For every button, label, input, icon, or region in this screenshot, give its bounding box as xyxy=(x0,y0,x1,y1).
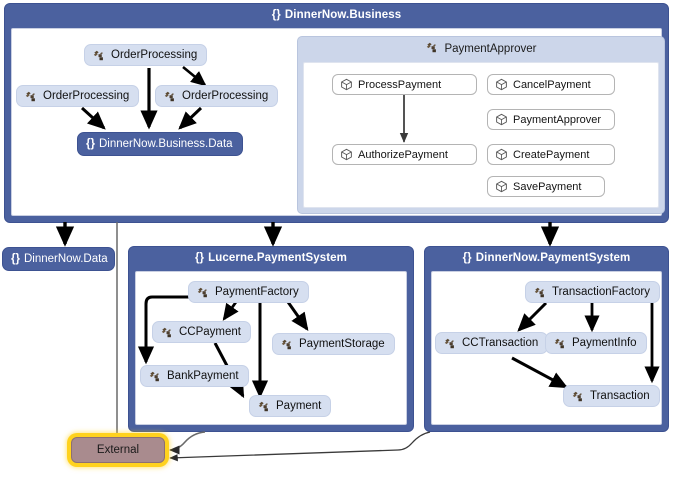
braces-icon: {} xyxy=(462,252,472,264)
namespace-node-dinnernow-business-data[interactable]: {} DinnerNow.Business.Data xyxy=(77,132,243,156)
class-node-payment[interactable]: Payment xyxy=(249,395,332,417)
method-node-savepayment[interactable]: SavePayment xyxy=(487,176,605,197)
method-node-processpayment[interactable]: ProcessPayment xyxy=(332,74,477,95)
class-node-label: PaymentStorage xyxy=(299,338,385,350)
class-icon xyxy=(553,337,567,350)
class-node-orderprocessing-top[interactable]: OrderProcessing xyxy=(84,44,208,66)
braces-icon: {} xyxy=(86,138,95,150)
class-icon xyxy=(160,326,174,339)
method-node-authorizepayment[interactable]: AuthorizePayment xyxy=(332,144,477,165)
method-node-label: CreatePayment xyxy=(513,148,590,161)
method-cube-icon xyxy=(340,148,353,161)
class-icon xyxy=(163,90,177,103)
class-node-label: CCPayment xyxy=(179,326,241,338)
namespace-title-text: Lucerne.PaymentSystem xyxy=(208,252,348,264)
namespace-title-text: DinnerNow.Business xyxy=(284,9,402,21)
braces-icon: {} xyxy=(194,252,205,264)
method-cube-icon xyxy=(340,78,353,91)
class-node-label: Payment xyxy=(276,400,322,412)
class-icon xyxy=(92,49,106,62)
method-node-cancelpayment[interactable]: CancelPayment xyxy=(487,74,615,95)
class-node-paymentinfo[interactable]: PaymentInfo xyxy=(545,332,647,354)
class-node-paymentfactory[interactable]: PaymentFactory xyxy=(188,281,309,303)
class-icon xyxy=(148,370,162,383)
class-node-label: PaymentFactory xyxy=(215,286,299,298)
external-node[interactable]: External xyxy=(71,437,165,463)
namespace-node-dinnernow-data[interactable]: {} DinnerNow.Data xyxy=(2,247,115,271)
namespace-title-dinnernow-business: {}DinnerNow.Business xyxy=(5,4,668,26)
class-node-bankpayment[interactable]: BankPayment xyxy=(140,365,249,387)
namespace-title-lucerne: {}Lucerne.PaymentSystem xyxy=(129,247,413,269)
class-node-label: PaymentInfo xyxy=(572,337,637,349)
class-node-label: TransactionFactory xyxy=(552,286,650,298)
namespace-node-label: DinnerNow.Data xyxy=(23,253,108,265)
class-icon xyxy=(280,338,294,351)
braces-icon: {} xyxy=(11,253,20,265)
method-node-label: AuthorizePayment xyxy=(358,148,448,161)
class-node-label: BankPayment xyxy=(167,370,239,382)
method-node-paymentapprover[interactable]: PaymentApprover xyxy=(487,109,615,130)
method-node-label: CancelPayment xyxy=(513,78,591,91)
class-node-orderprocessing-left[interactable]: OrderProcessing xyxy=(16,85,140,107)
class-node-label: OrderProcessing xyxy=(111,49,198,61)
class-icon xyxy=(24,90,38,103)
class-node-transactionfactory[interactable]: TransactionFactory xyxy=(525,281,660,303)
class-node-transaction[interactable]: Transaction xyxy=(563,385,660,407)
namespace-title-text: DinnerNow.PaymentSystem xyxy=(475,252,631,264)
class-node-label: OrderProcessing xyxy=(182,90,269,102)
method-node-createpayment[interactable]: CreatePayment xyxy=(487,144,615,165)
method-cube-icon xyxy=(495,113,508,126)
method-node-label: PaymentApprover xyxy=(513,113,602,126)
class-node-paymentstorage[interactable]: PaymentStorage xyxy=(272,333,395,355)
class-node-label: OrderProcessing xyxy=(43,90,130,102)
class-node-cctransaction[interactable]: CCTransaction xyxy=(435,332,549,354)
class-icon xyxy=(443,337,457,350)
method-cube-icon xyxy=(495,180,508,193)
class-node-label: Transaction xyxy=(590,390,650,402)
class-icon xyxy=(571,390,585,403)
external-node-label: External xyxy=(96,444,140,456)
class-icon xyxy=(533,286,547,299)
method-cube-icon xyxy=(495,78,508,91)
class-node-ccpayment[interactable]: CCPayment xyxy=(152,321,251,343)
class-icon xyxy=(425,39,439,53)
method-node-label: ProcessPayment xyxy=(358,78,442,91)
class-group-label: PaymentApprover xyxy=(444,43,537,55)
class-icon xyxy=(196,286,210,299)
class-node-label: CCTransaction xyxy=(462,337,539,349)
braces-icon: {} xyxy=(271,9,281,21)
class-group-title: PaymentApprover xyxy=(298,37,664,61)
namespace-title-dinnernow-paymentsystem: {}DinnerNow.PaymentSystem xyxy=(425,247,668,269)
class-node-orderprocessing-right[interactable]: OrderProcessing xyxy=(155,85,279,107)
method-cube-icon xyxy=(495,148,508,161)
class-icon xyxy=(257,400,271,413)
namespace-node-label: DinnerNow.Business.Data xyxy=(98,138,233,150)
method-node-label: SavePayment xyxy=(513,180,582,193)
